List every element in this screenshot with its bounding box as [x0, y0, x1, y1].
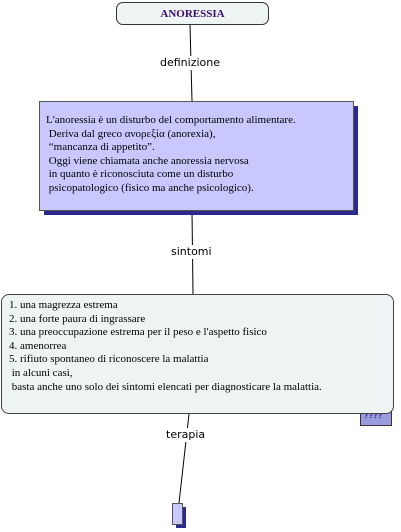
definition-line: Oggi viene chiamata anche anoressia nerv… [46, 154, 249, 167]
definition-line: in quanto è riconosciuta come un disturb… [46, 168, 234, 180]
symptom-line: 4. amenorrea [9, 339, 67, 352]
symptom-line: 1. una magrezza estrema [9, 299, 118, 311]
definition-line: psicopatologico (fisico ma anche psicolo… [46, 181, 254, 194]
concept-therapy[interactable] [172, 503, 183, 525]
concept-anoressia[interactable]: ANORESSIA [116, 2, 269, 25]
concept-definition[interactable]: L'anoressia è un disturbo del comportame… [39, 101, 354, 211]
definition-line: Deriva dal greco ανορεξία (anorexia), [46, 127, 216, 140]
symptom-line: 3. una preoccupazione estrema per il pes… [9, 326, 267, 339]
symptom-line: 5. rifiuto spontaneo di riconoscere la m… [9, 353, 209, 366]
definition-line: “mancanza di appetito”. [46, 141, 155, 153]
link-label-sintomi: sintomi [169, 245, 214, 259]
symptom-line: 2. una forte paura di ingrassare [9, 312, 146, 325]
symptom-line: in alcuni casi, [9, 366, 73, 379]
symptom-line: basta anche uno solo dei sintomi elencat… [9, 380, 322, 393]
link-label-definizione: definizione [158, 56, 223, 70]
definition-line: L'anoressia è un disturbo del comportame… [46, 114, 296, 126]
link-label-terapia: terapia [164, 428, 208, 442]
concept-title-text: ANORESSIA [160, 7, 225, 20]
collapsed-marker: ???? [364, 411, 383, 420]
concept-symptoms[interactable]: 1. una magrezza estrema 2. una forte pau… [1, 294, 394, 414]
